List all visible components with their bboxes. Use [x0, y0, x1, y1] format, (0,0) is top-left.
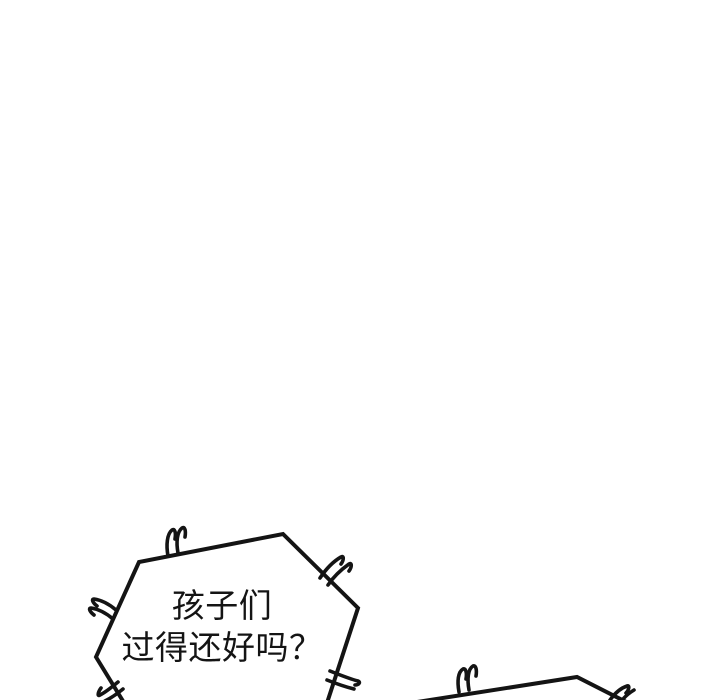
tick-mark-top-right	[318, 554, 346, 580]
tick-mark-b2-right-2	[619, 688, 636, 700]
tick-mark-bottom-right	[328, 669, 362, 687]
speech-bubble-1-text: 孩子们 过得还好吗？	[97, 585, 347, 669]
tick-marks-bubble-2	[456, 664, 636, 700]
tick-mark-bottom-left-2	[103, 687, 125, 700]
tick-mark-b2-top	[456, 667, 469, 694]
speech-bubble-1-line-2: 过得还好吗？	[121, 628, 323, 667]
tick-mark-top-left	[165, 527, 178, 558]
speech-bubble-1-outline	[93, 531, 361, 700]
tick-mark-bottom-right-2	[325, 678, 356, 691]
tick-mark-b2-right	[608, 684, 631, 700]
tick-mark-b2-top-2	[466, 664, 479, 692]
tick-mark-top-left-2	[175, 525, 188, 555]
speech-bubble-2-outline	[416, 674, 627, 700]
tick-mark-top-right-2	[326, 561, 354, 587]
tick-mark-left-2	[87, 606, 115, 621]
tick-marks-bubble-1	[87, 525, 362, 700]
tick-mark-left	[90, 597, 118, 612]
speech-bubble-1-line-1: 孩子们	[171, 586, 273, 625]
tick-mark-bottom-left	[96, 680, 120, 698]
